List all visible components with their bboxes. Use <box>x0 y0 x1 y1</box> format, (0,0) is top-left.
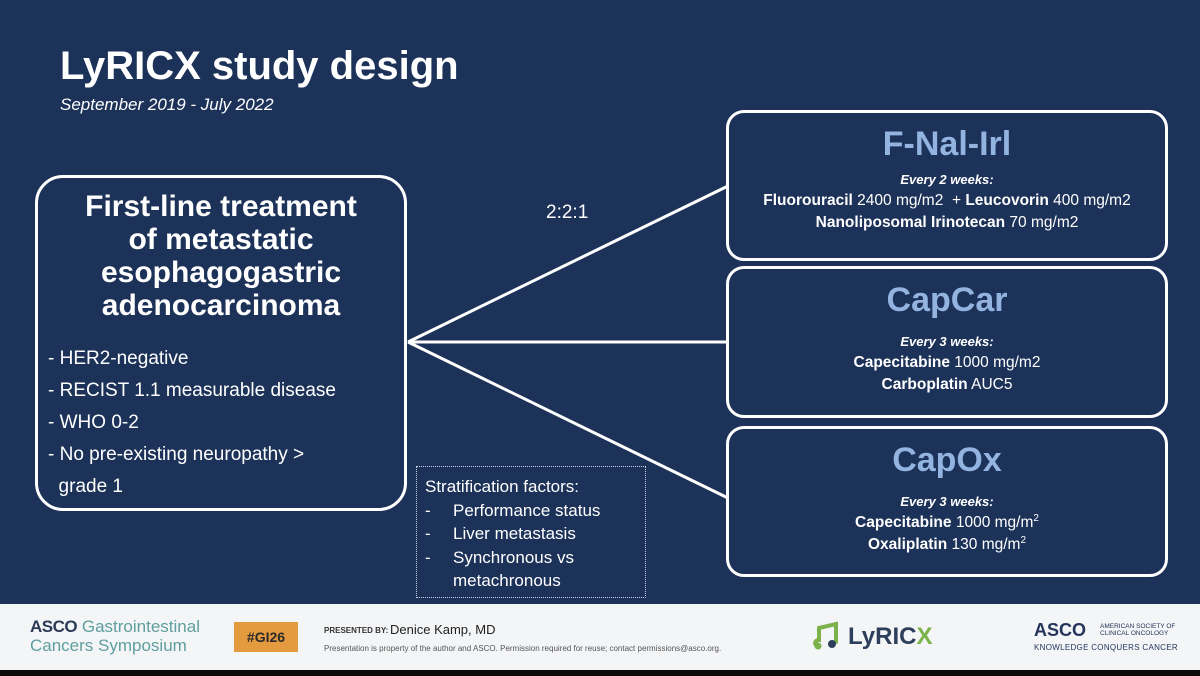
arm-regimen-line: Capecitabine 1000 mg/m2 <box>855 512 1039 531</box>
asco-society-logo: ASCO AMERICAN SOCIETY OF CLINICAL ONCOLO… <box>1034 620 1178 652</box>
asco-gi-symposium-logo: ASCO Gastrointestinal Cancers Symposium <box>30 617 200 655</box>
population-heading-line: First-line treatment <box>85 190 357 223</box>
permission-notice: Presentation is property of the author a… <box>324 644 722 653</box>
bottom-border <box>0 670 1200 676</box>
arm-regimen-line: Fluorouracil 2400 mg/m2 + Leucovorin 400… <box>763 192 1131 209</box>
stratification-label: Stratification factors: <box>425 477 580 496</box>
line-to-arm-1 <box>407 184 729 344</box>
criterion: - No pre-existing neuropathy > <box>48 444 305 465</box>
arm-box-capcar: CapCar Every 3 weeks: Capecitabine 1000 … <box>726 266 1168 418</box>
stratification-item: metachronous <box>453 571 561 590</box>
inclusion-criteria: - HER2-negative - RECIST 1.1 measurable … <box>48 343 393 503</box>
arm-schedule: Every 3 weeks: <box>900 494 994 509</box>
population-heading: First-line treatment of metastatic esoph… <box>38 190 404 322</box>
stratification-item: -Performance status <box>425 500 601 520</box>
slide-subtitle: September 2019 - July 2022 <box>60 95 274 114</box>
footer <box>0 604 1200 670</box>
randomization-ratio: 2:2:1 <box>546 202 589 223</box>
criterion: - RECIST 1.1 measurable disease <box>48 380 336 401</box>
arm-name: CapCar <box>886 281 1008 319</box>
arm-box-f-nal-irl: F-Nal-Irl Every 2 weeks: Fluorouracil 24… <box>726 110 1168 261</box>
slide: LyRICX study design September 2019 - Jul… <box>0 0 1200 604</box>
arm-regimen-line: Nanoliposomal Irinotecan 70 mg/m2 <box>815 214 1079 231</box>
arm-regimen-line: Carboplatin AUC5 <box>881 376 1013 393</box>
population-heading-line: esophagogastric <box>100 256 342 289</box>
arm-regimen-line: Capecitabine 1000 mg/m2 <box>853 354 1041 371</box>
stratification-item: -Synchronous vs <box>425 547 574 567</box>
presented-by-label: PRESENTED BY: <box>324 626 389 635</box>
population-heading-line: adenocarcinoma <box>101 289 341 322</box>
criterion: - WHO 0-2 <box>48 412 139 433</box>
slide-title: LyRICX study design <box>60 44 459 88</box>
hashtag-badge: #GI26 <box>234 622 298 652</box>
line-to-arm-3 <box>407 340 729 500</box>
randomization-lines <box>407 184 729 500</box>
lyricx-logo: LyRICX <box>810 617 932 657</box>
arm-name: F-Nal-Irl <box>882 125 1012 163</box>
criterion: grade 1 <box>48 476 123 497</box>
stratification-item: -Liver metastasis <box>425 524 576 543</box>
music-note-icon <box>813 621 838 650</box>
arm-schedule: Every 2 weeks: <box>900 172 994 187</box>
stratification-box: Stratification factors: -Performance sta… <box>416 466 646 598</box>
population-heading-line: of metastatic <box>128 223 314 256</box>
arm-name: CapOx <box>892 441 1002 479</box>
arm-regimen-line: Oxaliplatin 130 mg/m2 <box>867 534 1027 553</box>
criterion: - HER2-negative <box>48 348 189 369</box>
population-box: First-line treatment of metastatic esoph… <box>35 175 407 511</box>
presenter-name: Denice Kamp, MD <box>390 622 496 637</box>
arm-box-capox: CapOx Every 3 weeks: Capecitabine 1000 m… <box>726 426 1168 577</box>
arm-schedule: Every 3 weeks: <box>900 334 994 349</box>
